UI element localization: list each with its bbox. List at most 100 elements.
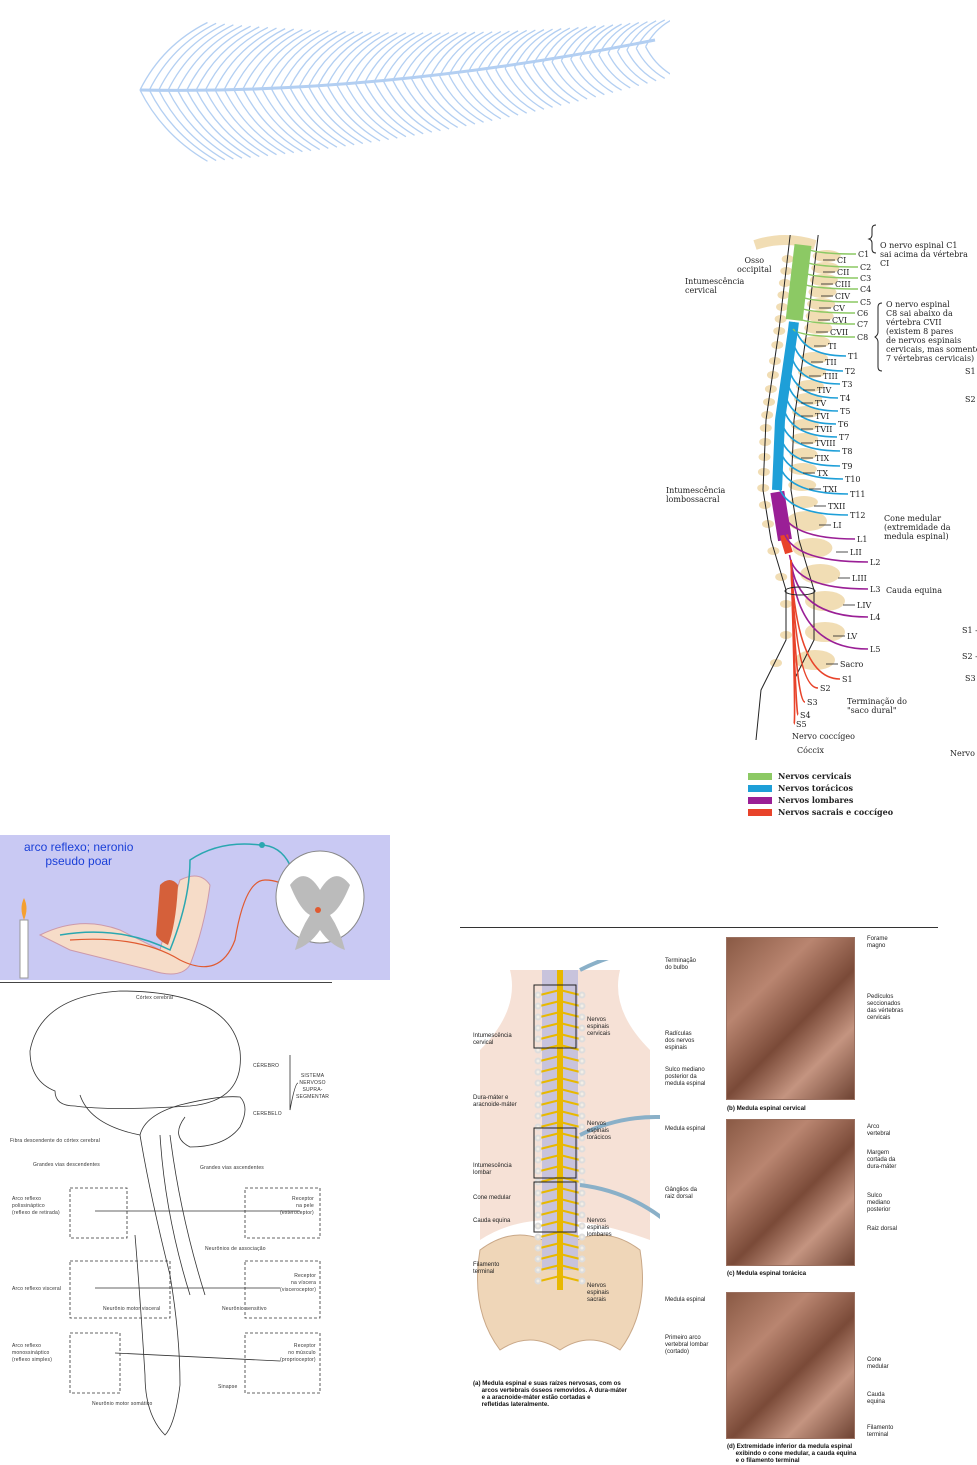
vertebra-label: TXII [828, 502, 846, 511]
label: Dura-máter e aracnoide-máter [473, 1095, 517, 1108]
nerve-label-t6: T6 [838, 420, 849, 429]
nervous-system-diagram: Córtex cerebral CÉREBRO CEREBELO SISTEMA… [0, 982, 332, 1437]
nerve-label-s5: S5 [796, 720, 807, 729]
edge-label: S2 - [962, 652, 977, 661]
label: Radículas dos nervos espinais [665, 1031, 695, 1051]
nerve-label-t4: T4 [840, 394, 851, 403]
photo-lower-cord [726, 1292, 855, 1439]
nerve-label-c6: C6 [857, 309, 869, 318]
figure-divider [460, 927, 938, 928]
vertebra-label: TVII [815, 425, 833, 434]
label: Arco vertebral [867, 1124, 891, 1137]
label: Cauda equina [867, 1392, 886, 1405]
edge-label: S1 [965, 367, 976, 376]
label-saco-dural: Terminação do "saco dural" [847, 697, 907, 715]
nerve-label-s3: S3 [807, 698, 818, 707]
label-motor-visceral: Neurônio motor visceral [103, 1306, 161, 1312]
nerve-label-s4: S4 [800, 711, 811, 720]
nerve-label-t7: T7 [839, 433, 850, 442]
vertebra-label: TV [815, 399, 827, 408]
vertebra-label: TVIII [815, 439, 836, 448]
vertebra-label: LI [833, 521, 842, 530]
label-vias-descendentes: Grandes vias descendentes [33, 1162, 100, 1168]
label: Terminação do bulbo [665, 958, 697, 971]
vertebra-label: TXI [823, 485, 838, 494]
nerve-label-l4: L4 [870, 613, 881, 622]
reflex-arc-panel: arco reflexo; neronio pseudo poar [0, 835, 390, 980]
nerve-label-t10: T10 [845, 475, 861, 484]
legend-label: Nervos torácicos [778, 783, 853, 793]
label-osso-occipital: Osso occipital [737, 256, 772, 274]
vertebra-label: TII [825, 358, 837, 367]
label-fibra: Fibra descendente do córtex cerebral [10, 1138, 101, 1144]
nerve-label-s2: S2 [820, 684, 831, 693]
nerve-label-t8: T8 [842, 447, 853, 456]
label: Nervos espinais sacrais [587, 1283, 610, 1303]
label-cerebro: CÉREBRO [253, 1063, 280, 1069]
vertebra-label: TI [828, 342, 837, 351]
legend-swatch [748, 784, 772, 792]
vertebra-label: CIII [835, 280, 851, 289]
label-motor-somatico: Neurônio motor somático [92, 1401, 153, 1407]
vertebra-label: TIII [823, 372, 838, 381]
label: Nervos espinais torácicos [587, 1121, 612, 1141]
label-cortex: Córtex cerebral [136, 995, 174, 1001]
vertebra-label: LIV [857, 601, 872, 610]
legend-item: Nervos torácicos [748, 783, 853, 793]
label: Filamento terminal [867, 1425, 894, 1438]
label: Primeiro arco vertebral lombar (cortado) [665, 1335, 709, 1355]
edge-label: S1 - [962, 626, 977, 635]
label: Margem cortada da dura-máter [867, 1150, 897, 1170]
diagram-drawing [29, 990, 321, 1436]
nerve-label-t12: T12 [850, 511, 866, 520]
nerve-label-c5: C5 [860, 298, 872, 307]
caption-b: (b) Medula espinal cervical [727, 1105, 806, 1112]
legend-label: Nervos lombares [778, 795, 854, 805]
label: Cone medular [473, 1195, 511, 1201]
label: Forame magno [867, 936, 888, 949]
spinal-nerves-figure [660, 220, 977, 825]
photo-cervical-cord [726, 937, 855, 1100]
nerve-label-t11: T11 [850, 490, 866, 499]
caption-a: (a) Medula espinal e suas raízes nervosa… [473, 1380, 627, 1408]
label: Pedículos seccionados das vértebras cerv… [867, 994, 904, 1021]
label-intumescencia-cervical: Intumescência cervical [685, 277, 745, 295]
label: Sulco mediano posterior da medula espina… [665, 1067, 706, 1087]
spinal-cord-illustration [477, 960, 660, 1351]
label-sensitivo: Neurônio sensitivo [222, 1306, 267, 1312]
label-sinapse: Sinapse [218, 1384, 238, 1390]
label-coccix: Cóccix [797, 746, 824, 755]
label: Cauda equina [473, 1218, 511, 1224]
feather-illustration [139, 19, 670, 162]
vertebra-label: CII [837, 268, 850, 277]
nerve-label-t1: T1 [848, 352, 859, 361]
spine-drawing [753, 224, 883, 741]
vertebra-label: LIII [852, 574, 867, 583]
caption-c: (c) Medula espinal torácica [727, 1270, 807, 1277]
label: Cone medular [867, 1357, 889, 1370]
vertebra-label: CVI [832, 316, 848, 325]
legend-label: Nervos cervicais [778, 771, 852, 781]
label: Gânglios da raiz dorsal [665, 1187, 698, 1200]
caption-d: (d) Extremidade inferior da medula espin… [727, 1443, 857, 1464]
nerve-label-l1: L1 [857, 535, 868, 544]
legend-swatch [748, 796, 772, 804]
label: Filamento terminal [473, 1262, 500, 1275]
label-intumescencia-lombossacral: Intumescência lombossacral [666, 486, 726, 504]
nerve-label-l3: L3 [870, 585, 881, 594]
label: Intumescência lombar [473, 1163, 512, 1176]
note-c8: O nervo espinal C8 sai abaixo da vértebr… [886, 300, 977, 363]
vertebra-label: CI [837, 256, 847, 265]
edge-label: Nervo [950, 749, 975, 758]
nerve-label-c7: C7 [857, 320, 869, 329]
vertebra-label: CIV [835, 292, 851, 301]
nerve-label-c4: C4 [860, 285, 872, 294]
label-cauda-equina: Cauda equina [886, 586, 942, 595]
reflex-arc-drawing [19, 842, 365, 979]
label-cerebelo: CEREBELO [253, 1111, 282, 1117]
label: Medula espinal [665, 1126, 706, 1132]
vertebra-label: TVI [815, 412, 830, 421]
label-arco-visceral: Arco reflexo visceral [12, 1286, 62, 1292]
nerve-label-t5: T5 [840, 407, 851, 416]
vertebra-label: TIX [815, 454, 830, 463]
